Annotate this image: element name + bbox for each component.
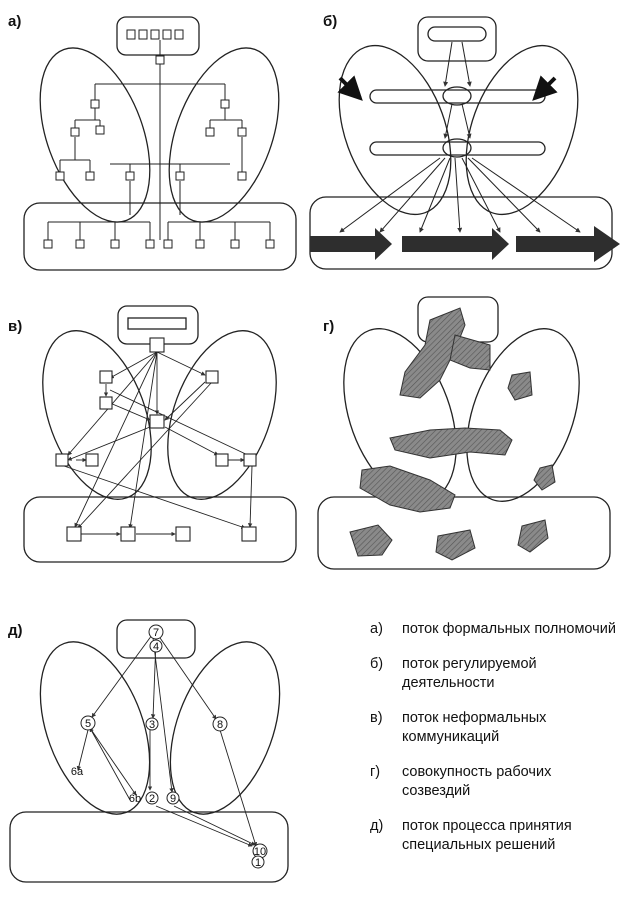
legend-key: в) xyxy=(370,709,402,747)
panel-b-diagram xyxy=(310,17,620,269)
operating-core xyxy=(10,812,288,882)
legend-text: поток регулируемой деятельности xyxy=(402,655,620,693)
node-label: 4 xyxy=(153,641,159,653)
constellation-blob xyxy=(518,520,548,552)
strategic-apex xyxy=(117,17,199,55)
constellation-blob xyxy=(436,530,475,560)
legend-item: а) поток формальных полномочий xyxy=(370,620,620,639)
legend-key: а) xyxy=(370,620,402,639)
constellation-blob xyxy=(534,465,555,490)
node-label: 1 xyxy=(255,857,261,869)
panel-label-v: в) xyxy=(8,318,22,335)
panel-label-a: а) xyxy=(8,13,21,30)
node-label: 7 xyxy=(153,627,159,639)
legend-text: поток неформальных коммуникаций xyxy=(402,709,620,747)
legend-item: б) поток регулируемой деятельности xyxy=(370,655,620,693)
legend-item: д) поток процесса принятия специальных р… xyxy=(370,817,620,855)
legend-text: поток формальных полномочий xyxy=(402,620,620,639)
node-label: 9 xyxy=(170,793,176,805)
legend-text: совокупность рабочих созвездий xyxy=(402,763,620,801)
legend-item: г) совокупность рабочих созвездий xyxy=(370,763,620,801)
legend-text: поток процесса принятия специальных реше… xyxy=(402,817,620,855)
node-label: 6a xyxy=(71,766,84,778)
operating-core xyxy=(310,197,612,269)
constellation-blob xyxy=(390,428,512,458)
panel-label-d: д) xyxy=(8,622,23,639)
node-label: 2 xyxy=(149,793,155,805)
constellation-blob xyxy=(450,335,490,370)
support-staff xyxy=(147,316,297,514)
legend: а) поток формальных полномочий б) поток … xyxy=(370,620,620,871)
constellation-blob xyxy=(350,525,392,556)
panel-label-b: б) xyxy=(323,13,337,30)
node-label: 8 xyxy=(217,719,223,731)
panel-label-g: г) xyxy=(323,318,334,335)
technostructure xyxy=(19,33,171,237)
support-staff xyxy=(148,33,300,237)
constellation-blob xyxy=(508,372,532,400)
legend-key: г) xyxy=(370,763,402,801)
panel-d-diagram: 7 4 5 3 8 6a 6b 2 9 10 1 xyxy=(10,620,301,882)
legend-item: в) поток неформальных коммуникаций xyxy=(370,709,620,747)
panel-g-diagram xyxy=(318,297,610,569)
legend-key: б) xyxy=(370,655,402,693)
legend-key: д) xyxy=(370,817,402,855)
node-label: 6b xyxy=(129,793,141,805)
panel-a-diagram xyxy=(19,17,300,270)
node-label: 3 xyxy=(149,719,155,731)
node-label: 5 xyxy=(85,718,91,730)
constellation-blob xyxy=(360,466,455,512)
panel-v-diagram xyxy=(22,306,297,562)
